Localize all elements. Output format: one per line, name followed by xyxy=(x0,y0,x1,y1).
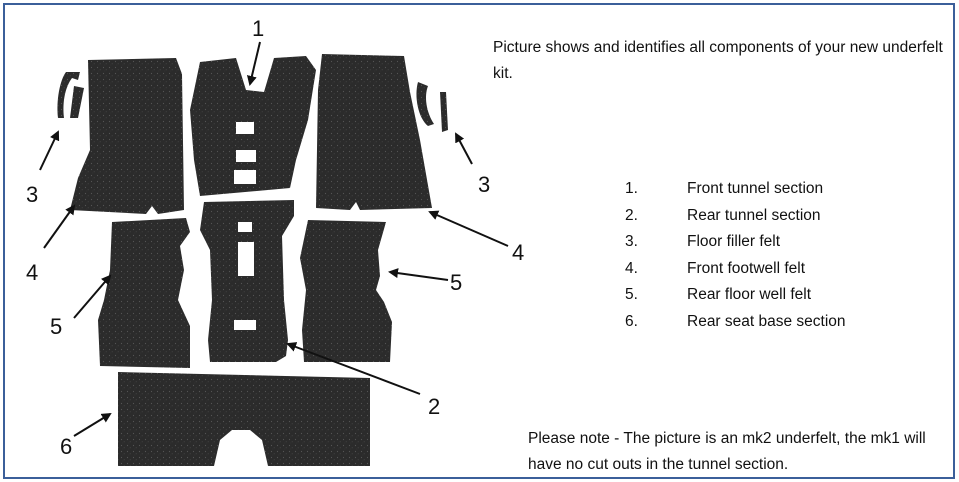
parts-list-index: 3. xyxy=(625,229,687,256)
callout-label-5-right: 5 xyxy=(450,272,462,294)
callout-arrow-3-left xyxy=(40,132,58,170)
callout-arrow-1 xyxy=(250,42,260,84)
callout-arrow-4-right xyxy=(430,212,508,246)
parts-list-index: 4. xyxy=(625,256,687,283)
callout-arrow-5-right xyxy=(390,272,448,280)
callout-label-6: 6 xyxy=(60,436,72,458)
parts-list-item: 6.Rear seat base section xyxy=(625,309,846,336)
tunnel-cut-out xyxy=(238,222,252,232)
callout-arrow-6 xyxy=(74,414,110,436)
parts-list-label: Front footwell felt xyxy=(687,260,805,277)
callout-label-3-right: 3 xyxy=(478,174,490,196)
callout-label-4-left: 4 xyxy=(26,262,38,284)
parts-list-index: 2. xyxy=(625,203,687,230)
front-footwell-felt-left xyxy=(70,58,184,214)
floor-filler-felt-right-b xyxy=(440,92,448,132)
callout-arrow-3-right xyxy=(456,134,472,164)
parts-list-index: 6. xyxy=(625,309,687,336)
callout-label-3-left: 3 xyxy=(26,184,38,206)
parts-list-item: 3.Floor filler felt xyxy=(625,229,846,256)
parts-list-label: Floor filler felt xyxy=(687,233,780,250)
tunnel-cut-out xyxy=(234,320,256,330)
callout-label-4-right: 4 xyxy=(512,242,524,264)
parts-list-item: 4.Front footwell felt xyxy=(625,256,846,283)
front-footwell-felt-right xyxy=(316,54,432,210)
callout-label-1: 1 xyxy=(252,18,264,40)
tunnel-cut-out xyxy=(238,242,254,276)
rear-floor-well-felt-left xyxy=(98,218,190,368)
callout-label-5-left: 5 xyxy=(50,316,62,338)
rear-floor-well-felt-right xyxy=(300,220,392,362)
rear-seat-base-section xyxy=(118,372,370,466)
parts-list-item: 5.Rear floor well felt xyxy=(625,282,846,309)
parts-list-label: Rear seat base section xyxy=(687,313,846,330)
mk2-note-text: Please note - The picture is an mk2 unde… xyxy=(528,426,958,478)
parts-list-item: 2.Rear tunnel section xyxy=(625,203,846,230)
parts-list-label: Front tunnel section xyxy=(687,180,823,197)
callout-arrow-4-left xyxy=(44,206,74,248)
floor-filler-felt-right xyxy=(416,82,434,126)
parts-list-label: Rear floor well felt xyxy=(687,286,811,303)
parts-list-item: 1.Front tunnel section xyxy=(625,176,846,203)
parts-list: 1.Front tunnel section 2.Rear tunnel sec… xyxy=(625,176,846,335)
parts-list-label: Rear tunnel section xyxy=(687,207,821,224)
parts-list-index: 1. xyxy=(625,176,687,203)
floor-filler-felt-left-b xyxy=(70,86,84,118)
tunnel-cut-out xyxy=(236,122,254,134)
parts-list-index: 5. xyxy=(625,282,687,309)
callout-label-2: 2 xyxy=(428,396,440,418)
tunnel-cut-out xyxy=(236,150,256,162)
intro-text: Picture shows and identifies all compone… xyxy=(493,35,953,87)
tunnel-cut-out xyxy=(234,170,256,184)
